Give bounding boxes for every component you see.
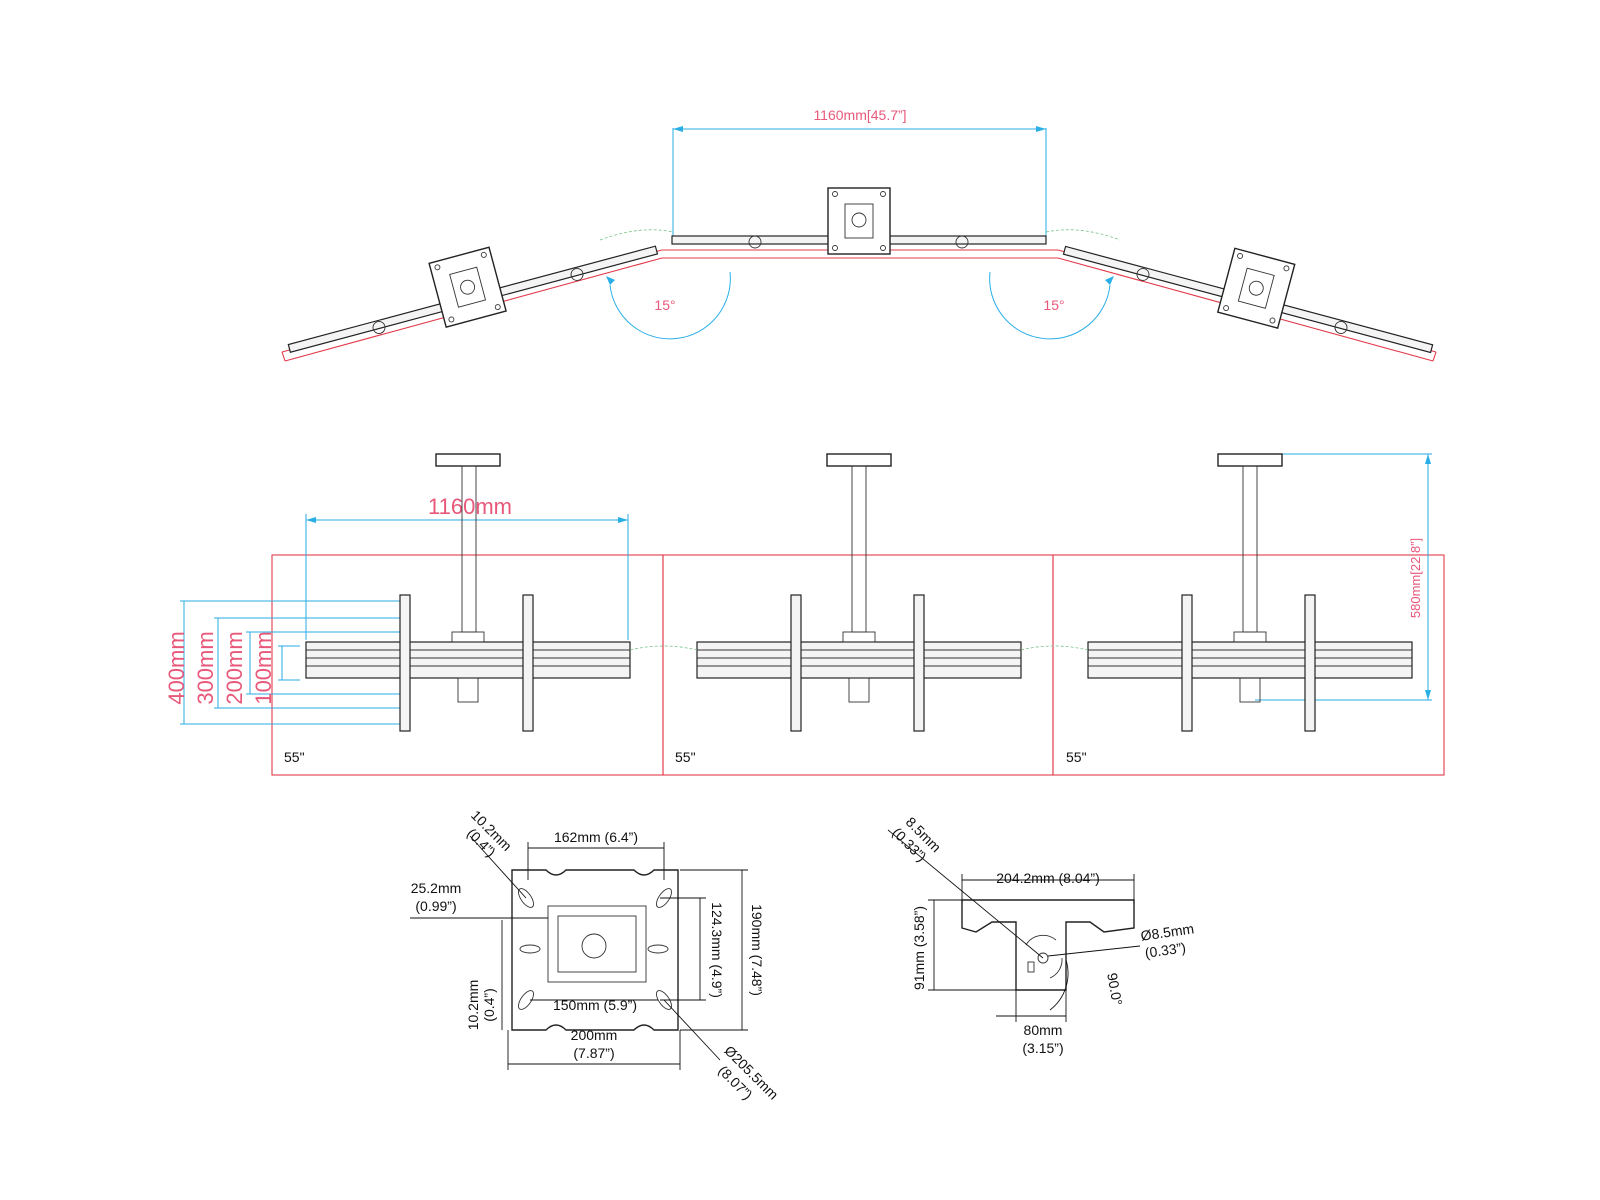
plate-inner-width: 150mm (5.9”) [553, 997, 637, 1013]
front-view: 1160mm 580mm[22.8”] 400mm 300mm 200mm 10… [164, 453, 1445, 776]
ghost-connector-1 [629, 645, 698, 651]
ghost-right [1045, 229, 1121, 241]
bracket-width: 204.2mm (8.04”) [996, 870, 1099, 886]
bracket-base-in: (3.15”) [1022, 1040, 1063, 1056]
ghost-left [599, 229, 674, 241]
bracket-base-mm: 80mm [1024, 1022, 1063, 1038]
bracket-hole-dia-mm: Ø8.5mm [1140, 920, 1195, 943]
plate-body [511, 869, 679, 1031]
angle-left-label: 15° [654, 297, 675, 313]
screen-outline-3 [1052, 554, 1445, 776]
plate-outer-width-in: (7.87”) [573, 1045, 614, 1061]
front-span-label: 1160mm [428, 494, 512, 519]
bracket-hole-dia-in: (0.33”) [1144, 939, 1187, 961]
plate-top-width: 162mm (6.4”) [554, 829, 638, 845]
plate-outer-width-mm: 200mm [571, 1027, 618, 1043]
ceiling-plate-detail: 162mm (6.4”) 200mm (7.87”) 150mm (5.9”) … [410, 807, 782, 1103]
vesa-dims: 400mm 300mm 200mm 100mm [164, 600, 410, 725]
mount-unit-1 [305, 453, 631, 732]
screen-size-2: 55" [675, 749, 696, 765]
dim-200: 200mm [222, 631, 247, 704]
dim-300: 300mm [193, 631, 218, 704]
plate-edge-offset-in: (0.99”) [415, 898, 456, 914]
bracket-height: 91mm (3.58”) [911, 906, 927, 990]
plate-inner-height: 124.3mm (4.9”) [709, 902, 725, 998]
dim-100: 100mm [251, 631, 276, 704]
top-span-label: 1160mm[45.7”] [813, 107, 906, 123]
plate-side-slot-in: (0.4”) [481, 988, 497, 1021]
angle-right-label: 15° [1043, 297, 1064, 313]
plate-side-slot-mm: 10.2mm [465, 980, 481, 1031]
bracket-angle-arc [1049, 959, 1069, 1011]
front-height-label: 580mm[22.8”] [1408, 538, 1423, 618]
center-rail [671, 187, 1047, 255]
ghost-connector-2 [1020, 645, 1089, 651]
pipe-bracket-detail: 204.2mm (8.04”) 91mm (3.58”) 80mm (3.15”… [887, 814, 1195, 1056]
plate-outer-height: 190mm (7.48”) [749, 904, 765, 996]
angle-arc-right [989, 271, 1111, 340]
plate-edge-offset-mm: 25.2mm [411, 880, 462, 896]
top-view: 1160mm[45.7”] [281, 107, 1437, 362]
mount-unit-2 [696, 453, 1022, 732]
mount-unit-3 [1087, 453, 1413, 732]
dim-400: 400mm [164, 631, 189, 704]
screen-size-3: 55" [1066, 749, 1087, 765]
bracket-angle: 90.0° [1104, 972, 1125, 1007]
right-rail [1062, 245, 1434, 354]
screen-size-1: 55" [284, 749, 305, 765]
angle-arc-left [609, 271, 731, 340]
left-rail [287, 245, 659, 353]
